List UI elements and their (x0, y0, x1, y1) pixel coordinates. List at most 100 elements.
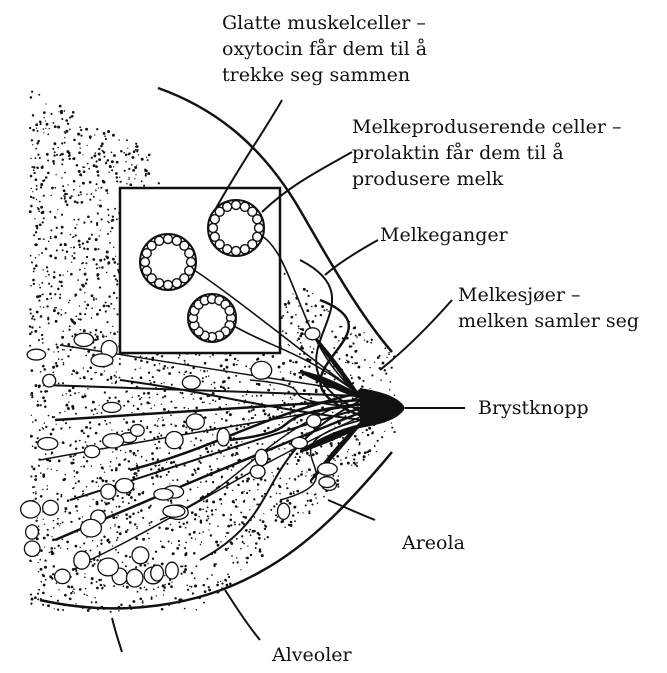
stipple-dot (95, 432, 98, 435)
stipple-dot (79, 288, 81, 290)
stipple-dot (67, 343, 70, 346)
stipple-dot (94, 563, 96, 565)
stipple-dot (277, 467, 280, 470)
stipple-dot (176, 479, 178, 481)
stipple-dot (85, 441, 87, 443)
stipple-dot (62, 158, 64, 160)
stipple-dot (32, 144, 33, 145)
stipple-dot (148, 506, 151, 509)
stipple-dot (40, 390, 42, 392)
stipple-dot (84, 576, 86, 578)
stipple-dot (93, 154, 96, 157)
stipple-dot (107, 400, 109, 402)
stipple-dot (32, 191, 33, 192)
stipple-dot (234, 521, 236, 523)
stipple-dot (45, 579, 47, 581)
stipple-dot (355, 438, 357, 440)
stipple-dot (288, 344, 289, 345)
stipple-dot (113, 332, 116, 335)
stipple-dot (231, 454, 234, 457)
stipple-dot (64, 507, 67, 510)
stipple-dot (208, 586, 210, 588)
stipple-dot (230, 514, 232, 516)
stipple-dot (47, 270, 49, 272)
stipple-dot (139, 398, 141, 400)
stipple-dot (83, 247, 85, 249)
stipple-dot (86, 248, 89, 251)
stipple-dot (308, 468, 311, 471)
stipple-dot (54, 257, 57, 260)
stipple-dot (119, 377, 121, 379)
stipple-dot (157, 420, 158, 421)
stipple-dot (273, 475, 274, 476)
stipple-dot (135, 454, 137, 456)
stipple-dot (72, 459, 74, 461)
stipple-dot (33, 467, 36, 470)
stipple-dot (98, 485, 99, 486)
stipple-dot (61, 163, 63, 165)
stipple-dot (389, 389, 391, 391)
stipple-dot (47, 529, 49, 531)
stipple-dot (171, 384, 173, 386)
stipple-dot (149, 397, 151, 399)
stipple-dot (72, 369, 75, 372)
stipple-dot (232, 562, 234, 564)
stipple-dot (40, 186, 42, 188)
label-alveoli: Alveoler (272, 642, 352, 668)
stipple-dot (48, 274, 50, 276)
stipple-dot (36, 295, 39, 298)
stipple-dot (230, 519, 233, 522)
stipple-dot (356, 465, 358, 467)
stipple-dot (46, 534, 49, 537)
stipple-dot (384, 369, 386, 371)
stipple-dot (164, 584, 166, 586)
stipple-dot (160, 476, 162, 478)
stipple-dot (124, 458, 126, 460)
stipple-dot (142, 602, 144, 604)
stipple-dot (352, 455, 353, 456)
stipple-dot (267, 427, 270, 430)
stipple-dot (37, 593, 39, 595)
stipple-dot (297, 475, 299, 477)
stipple-dot (158, 369, 160, 371)
stipple-dot (95, 238, 98, 241)
stipple-dot (150, 468, 152, 470)
stipple-dot (91, 234, 93, 236)
stipple-dot (198, 354, 200, 356)
stipple-dot (194, 513, 197, 516)
stipple-dot (78, 392, 79, 393)
stipple-dot (137, 408, 140, 411)
stipple-dot (230, 524, 232, 526)
stipple-dot (197, 467, 200, 470)
stipple-dot (75, 482, 77, 484)
stipple-dot (35, 157, 37, 159)
stipple-dot (296, 422, 298, 424)
stipple-dot (349, 345, 352, 348)
stipple-dot (86, 537, 87, 538)
stipple-dot (170, 524, 172, 526)
stipple-dot (187, 589, 189, 591)
stipple-dot (31, 331, 33, 333)
stipple-dot (170, 414, 172, 416)
stipple-dot (210, 534, 212, 536)
stipple-dot (202, 380, 204, 382)
stipple-dot (178, 357, 180, 359)
stipple-dot (241, 473, 243, 475)
stipple-dot (95, 165, 98, 168)
stipple-dot (106, 251, 109, 254)
stipple-dot (276, 492, 278, 494)
stipple-dot (134, 178, 135, 179)
stipple-dot (111, 382, 112, 383)
stipple-dot (110, 303, 112, 305)
alveolus-lobule (250, 465, 265, 478)
stipple-dot (93, 164, 96, 167)
stipple-dot (154, 364, 156, 366)
stipple-dot (43, 217, 45, 219)
stipple-dot (42, 604, 44, 606)
stipple-dot (252, 395, 254, 397)
stipple-dot (76, 164, 79, 167)
stipple-dot (48, 322, 50, 324)
stipple-dot (100, 584, 103, 587)
stipple-dot (167, 367, 169, 369)
stipple-dot (86, 193, 87, 194)
